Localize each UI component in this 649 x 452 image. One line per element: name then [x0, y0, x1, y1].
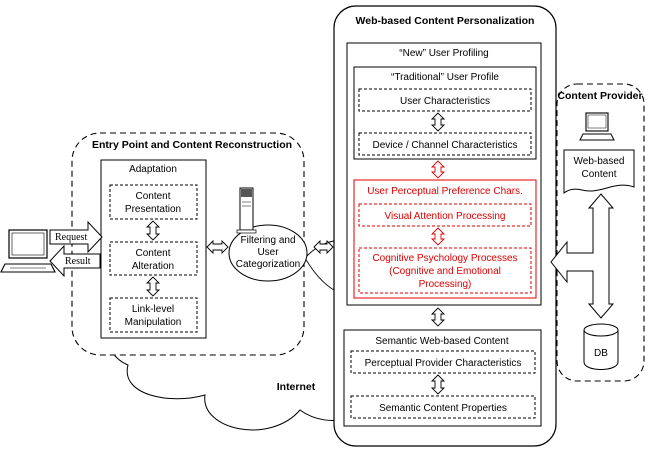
- provider-characteristics-box: [350, 350, 536, 374]
- filtering-line1: Filtering and: [240, 235, 295, 246]
- device-channel-box: [358, 132, 532, 156]
- request-label: Request: [55, 232, 87, 243]
- filtering-line3: Categorization: [236, 259, 300, 270]
- content-presentation-line2: Presentation: [125, 204, 181, 215]
- content-presentation-box: [109, 184, 198, 220]
- filtering-line2: User: [257, 247, 279, 258]
- database-label: DB: [594, 348, 608, 359]
- filtering-ellipse: [228, 224, 308, 282]
- content-alteration-box: [109, 241, 198, 276]
- content-provider-title: Content Provider: [557, 90, 642, 102]
- cognitive-line1: Cognitive Psychology Processes: [372, 253, 517, 264]
- database-icon: [583, 323, 619, 370]
- link-manipulation-line1: Link-level: [132, 304, 174, 315]
- server-icon: [236, 187, 257, 234]
- client-computer-icon: [0, 229, 56, 273]
- cognitive-line2: (Cognitive and Emotional: [389, 266, 501, 277]
- adaptation-arrow-1: [145, 220, 161, 241]
- device-channel-label: Device / Channel Characteristics: [372, 140, 517, 151]
- web-content-line1: Web-based: [574, 156, 625, 167]
- traditional-profile-title: “Traditional” User Profile: [391, 72, 499, 83]
- entry-point-title: Entry Point and Content Reconstruction: [92, 139, 292, 151]
- provider-computer-icon: [579, 112, 615, 141]
- internet-label: Internet: [277, 381, 316, 393]
- request-arrow: [49, 220, 103, 254]
- filtering-personalization-arrow: [313, 239, 334, 255]
- content-alteration-line1: Content: [135, 248, 170, 259]
- adaptation-title: Adaptation: [129, 164, 177, 175]
- content-alteration-line2: Alteration: [132, 261, 174, 272]
- semantic-properties-label: Semantic Content Properties: [379, 403, 507, 414]
- personalization-title: Web-based Content Personalization: [356, 15, 535, 27]
- visual-attention-box: [358, 203, 532, 227]
- cognitive-processes-box: [358, 247, 532, 294]
- perceptual-preference-title: User Perceptual Preference Chars.: [367, 186, 523, 197]
- semantic-properties-box: [350, 395, 536, 419]
- result-label: Result: [65, 256, 91, 267]
- traditional-arrow: [430, 112, 446, 132]
- web-content-document: [563, 149, 635, 194]
- user-characteristics-label: User Characteristics: [400, 96, 490, 107]
- content-presentation-line1: Content: [135, 191, 170, 202]
- provider-characteristics-label: Perceptual Provider Characteristics: [365, 358, 522, 369]
- new-profiling-title: “New” User Profiling: [399, 48, 488, 59]
- user-characteristics-box: [358, 88, 532, 112]
- cognitive-line3: Processing): [419, 279, 472, 290]
- provider-branch-arrow: [550, 193, 615, 319]
- profiling-semantic-arrow: [430, 307, 446, 327]
- web-content-line2: Content: [581, 169, 616, 180]
- link-manipulation-line2: Manipulation: [125, 317, 182, 328]
- result-arrow: [49, 244, 101, 278]
- link-manipulation-box: [109, 297, 198, 333]
- perceptual-inner-arrow: [430, 227, 446, 246]
- adaptation-arrow-2: [145, 276, 161, 297]
- visual-attention-label: Visual Attention Processing: [384, 211, 505, 222]
- semantic-content-title: Semantic Web-based Content: [375, 336, 508, 347]
- perceptual-link-arrow: [430, 160, 446, 179]
- semantic-inner-arrow: [430, 374, 446, 395]
- adaptation-filtering-arrow: [206, 239, 229, 255]
